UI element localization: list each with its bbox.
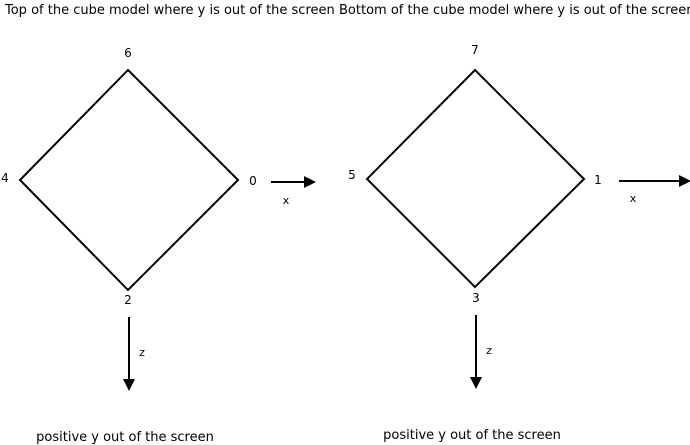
z-axis-label: z xyxy=(486,344,492,357)
x-axis-arrow xyxy=(619,175,690,187)
panel-title: Top of the cube model where y is out of … xyxy=(4,3,335,18)
z-axis-label: z xyxy=(139,346,145,359)
cube-face-diamond xyxy=(18,68,240,292)
panel-bottom-view: Bottom of the cube model where y is out … xyxy=(339,3,690,443)
panel-title: Bottom of the cube model where y is out … xyxy=(339,3,690,18)
panel-top-view: Top of the cube model where y is out of … xyxy=(1,3,335,445)
vertex-label-bottom: 3 xyxy=(472,291,480,305)
panel-caption: positive y out of the screen xyxy=(36,430,214,445)
vertex-label-right: 1 xyxy=(594,173,602,187)
z-axis-arrow xyxy=(470,315,482,389)
vertex-label-bottom: 2 xyxy=(124,293,132,307)
vertex-label-left: 5 xyxy=(348,168,356,182)
vertex-label-left: 4 xyxy=(1,171,9,185)
x-axis-label: x xyxy=(630,192,637,205)
panel-caption: positive y out of the screen xyxy=(383,428,561,443)
vertex-label-top: 7 xyxy=(471,43,479,57)
x-axis-arrow xyxy=(271,176,316,188)
x-axis-label: x xyxy=(283,194,290,207)
z-axis-arrow xyxy=(123,317,135,391)
vertex-label-top: 6 xyxy=(124,46,132,60)
cube-face-diamond xyxy=(365,68,586,289)
vertex-label-right: 0 xyxy=(249,174,257,188)
